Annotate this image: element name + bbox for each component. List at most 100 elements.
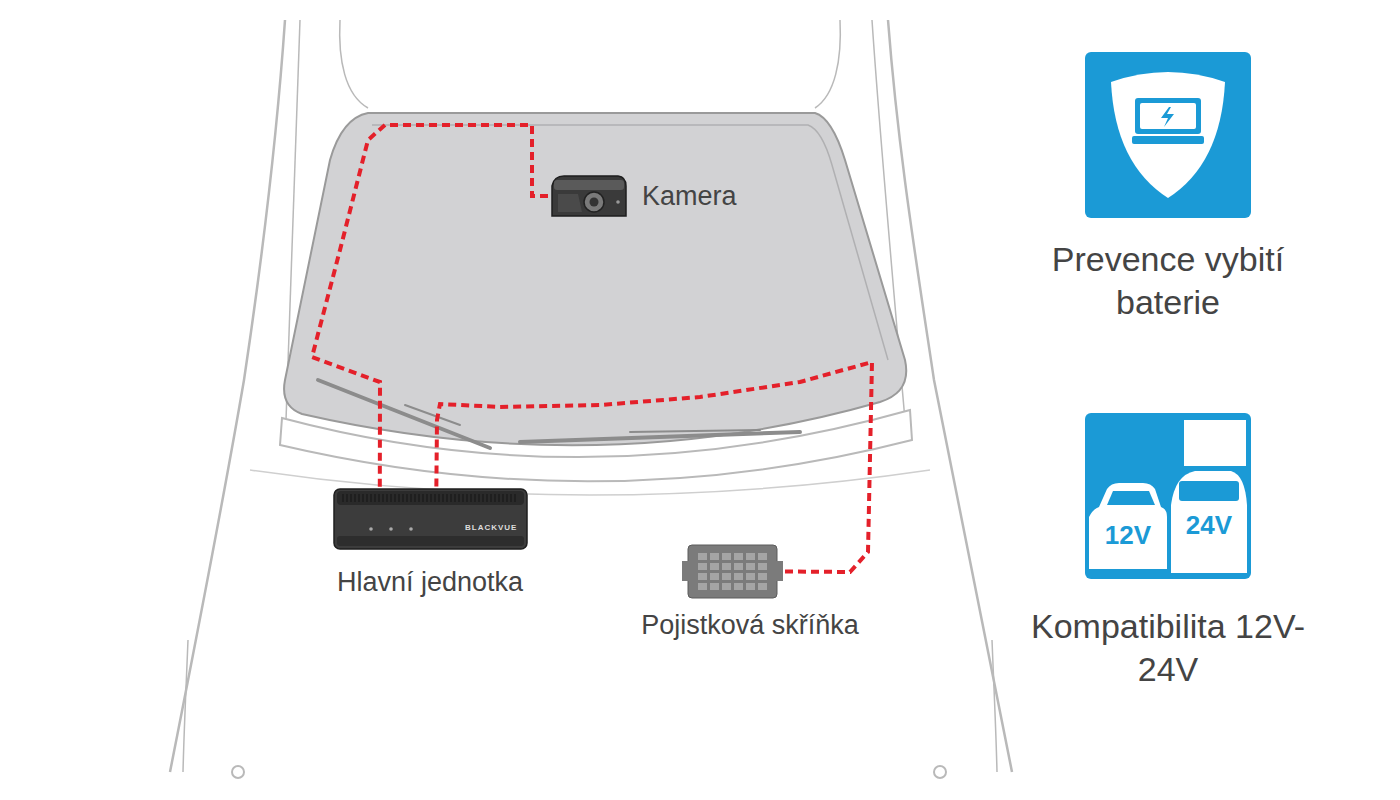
wiper-left [318, 380, 490, 448]
grille-slot [354, 494, 356, 502]
grille-slot [482, 494, 484, 502]
grille-slot [374, 494, 376, 502]
wiper-right-arm [630, 430, 760, 432]
grille-slot [362, 494, 364, 502]
grille-slot [386, 494, 388, 502]
fuse-slot [710, 563, 719, 570]
cowl [280, 410, 912, 481]
fuse-body [688, 545, 777, 598]
unit-top [337, 491, 524, 505]
headlight-right [934, 766, 946, 778]
fuse-slot [698, 553, 707, 560]
node-inline-text: BLACKVUE [465, 523, 517, 533]
grille-slot [466, 494, 468, 502]
voltage-icon: 12V24VKompatibilita 12V-24V [1085, 413, 1251, 579]
headlight-left [232, 766, 244, 778]
fuse-slot [710, 573, 719, 580]
fuse-slot [746, 583, 755, 590]
icon-ground [1085, 52, 1251, 218]
grille-slot [494, 494, 496, 502]
grille-slot [350, 494, 352, 502]
camera-lens-inner [590, 198, 599, 207]
grille-slot [442, 494, 444, 502]
wiper-left-arm [405, 405, 460, 425]
camera-unit: Kamera [548, 172, 628, 220]
grille-slot [470, 494, 472, 502]
grille-slot [342, 494, 344, 502]
fuse-slot [710, 553, 719, 560]
fender-left [183, 640, 188, 772]
fuse-tab [682, 561, 690, 581]
camera-top [554, 180, 624, 190]
grille-slot [510, 494, 512, 502]
battery-icon: Prevence vybití baterie [1085, 52, 1251, 218]
grille-slot [446, 494, 448, 502]
grille-slot [382, 494, 384, 502]
node-caption: Prevence vybití baterie [1013, 238, 1323, 323]
wire-connector [312, 125, 548, 488]
truck-window [1179, 481, 1239, 501]
grille-slot [358, 494, 360, 502]
fuse-box-graphic [680, 543, 785, 600]
grille-slot [506, 494, 508, 502]
grille-slot [406, 494, 408, 502]
wipers [318, 380, 800, 448]
grille-slot [502, 494, 504, 502]
grille-slot [490, 494, 492, 502]
camera-body [552, 176, 626, 216]
battery-base [1132, 136, 1204, 144]
truck-cab [1171, 471, 1247, 573]
fuse-slot [758, 583, 767, 590]
car-body [170, 20, 1012, 772]
camera-side [558, 194, 582, 212]
grille-slot [426, 494, 428, 502]
fuse-slot [722, 553, 731, 560]
fuse-box: Pojistková skříňka [680, 543, 785, 600]
grille-slot [390, 494, 392, 502]
voltage-icon-graphic [1085, 413, 1251, 579]
node-inline-text: 24V [1186, 509, 1232, 542]
fuse-tab [775, 561, 783, 581]
main-unit-graphic [333, 488, 528, 550]
node-caption: Pojistková skříňka [641, 609, 859, 643]
grille-slot [450, 494, 452, 502]
battery [1135, 98, 1201, 134]
fuse-slot [710, 583, 719, 590]
grille-slot [378, 494, 380, 502]
fuse-slot [746, 553, 755, 560]
truck-box [1183, 419, 1247, 467]
fuse-slot [698, 573, 707, 580]
car-window [1107, 491, 1155, 505]
windshield [284, 113, 906, 445]
grille-slot [370, 494, 372, 502]
car-side-right [888, 20, 1012, 772]
fuse-slot [758, 563, 767, 570]
node-caption: Kamera [642, 180, 737, 214]
fuse-slot [734, 563, 743, 570]
grille-slot [430, 494, 432, 502]
fuse-slot [734, 573, 743, 580]
grille-slot [414, 494, 416, 502]
car-icon [1089, 483, 1167, 569]
grille-slot [402, 494, 404, 502]
fuse-slot [722, 583, 731, 590]
unit-led [409, 527, 413, 531]
fuse-slot [698, 563, 707, 570]
node-caption: Kompatibilita 12V-24V [1013, 605, 1323, 690]
unit-led [389, 527, 393, 531]
grille-slot [498, 494, 500, 502]
grille-slot [514, 494, 516, 502]
grille-slot [410, 494, 412, 502]
grille-slot [474, 494, 476, 502]
fuse-slot [698, 583, 707, 590]
grille-slot [394, 494, 396, 502]
shield [1111, 72, 1225, 198]
windshield-inner-edge [372, 125, 888, 360]
fuse-slot [734, 553, 743, 560]
camera-led [616, 200, 620, 204]
fuse-slot [722, 563, 731, 570]
node-inline-text: 12V [1105, 519, 1151, 552]
grille-slot [478, 494, 480, 502]
fender-right [992, 640, 997, 772]
grille-slot [398, 494, 400, 502]
